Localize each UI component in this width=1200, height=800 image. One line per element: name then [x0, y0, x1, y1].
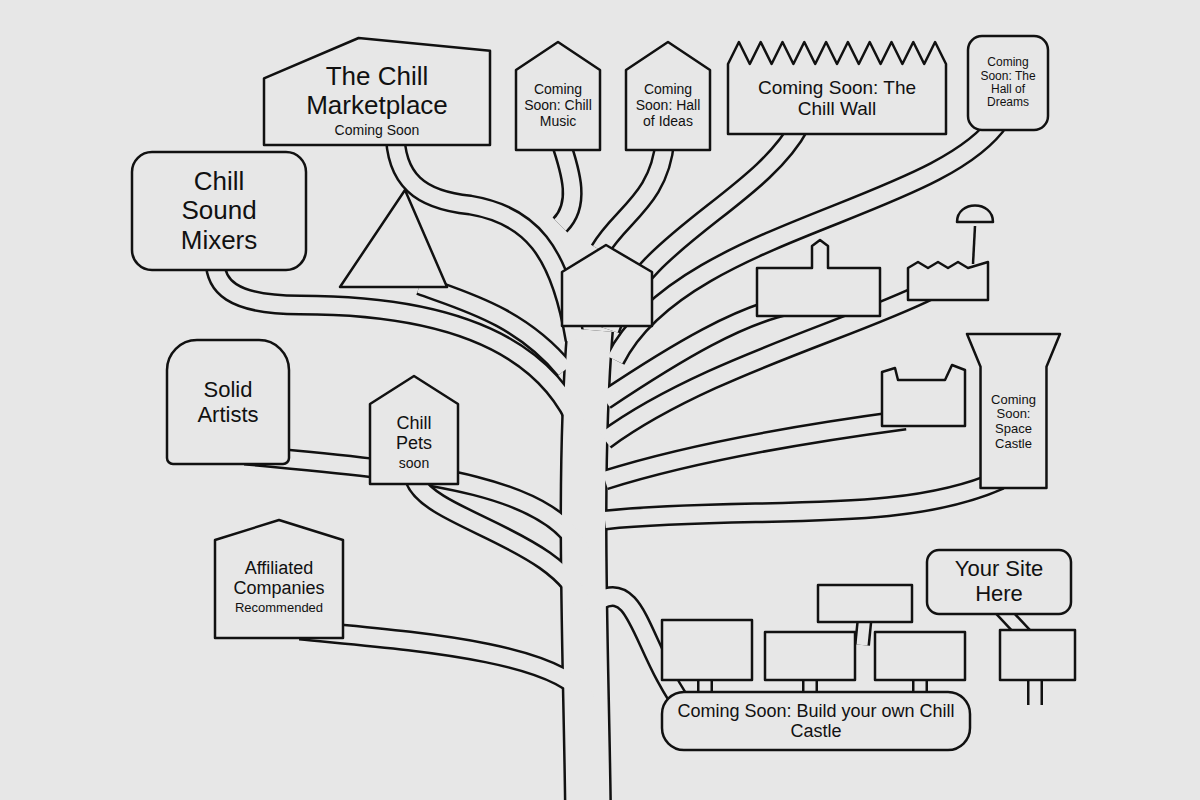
branch-channel: [415, 480, 585, 610]
outline-path: [728, 42, 946, 134]
rounded-box: Your Site Here: [925, 548, 1073, 616]
node-content: Coming Soon: Space Castle: [986, 393, 1042, 451]
node-content: Coming Soon: Hall of Ideas: [632, 82, 704, 129]
node-content: Chill Sound Mixers: [159, 167, 279, 254]
outline-path: [132, 152, 306, 270]
node-title: Coming Soon: Build your own Chill Castle: [676, 701, 956, 741]
branch-channel: [300, 630, 588, 700]
house-box: Affiliated CompaniesRecommended: [213, 518, 345, 640]
branch: [605, 480, 1000, 520]
castle-block: [875, 632, 965, 680]
branch-outline: [215, 120, 1035, 800]
node-title: Coming Soon: Chill Music: [522, 82, 594, 129]
node-content: Coming Soon: The Hall of Dreams: [976, 56, 1040, 110]
branch-channel: [605, 420, 905, 480]
node-content: Chill Pets soon: [382, 413, 446, 472]
node-title: Solid Artists: [178, 378, 278, 427]
castle-block: [818, 585, 912, 622]
branch-channel: [605, 480, 1000, 520]
outline-path: [167, 340, 289, 464]
node-title: Coming Soon: Space Castle: [986, 393, 1042, 451]
outline-path: [968, 36, 1048, 130]
outline-path: [215, 520, 343, 638]
node-content: Your Site Here: [934, 557, 1064, 606]
node-content: Coming Soon: The Chill Wall: [737, 77, 937, 120]
rounded-box: Coming Soon: The Hall of Dreams: [966, 34, 1050, 132]
node-title: Coming Soon: The Chill Wall: [737, 77, 937, 120]
branch-channel: [615, 120, 1000, 360]
branch-channels: [215, 120, 1000, 715]
trunk: [584, 330, 590, 800]
outline-path: [264, 38, 490, 145]
branch: [300, 630, 588, 700]
node-subtitle: soon: [382, 456, 446, 472]
node-title: The Chill Marketplace: [292, 62, 462, 120]
wall-box: Coming Soon: The Chill Wall: [726, 40, 948, 136]
branch: [605, 420, 905, 480]
house-box: Coming Soon: Hall of Ideas: [624, 40, 712, 152]
castle-shape: [757, 240, 880, 316]
house-shape: [562, 245, 652, 326]
node-title: Coming Soon: The Hall of Dreams: [976, 56, 1040, 110]
house-box: The Chill MarketplaceComing Soon: [262, 36, 492, 147]
rounded-box: Solid Artists: [165, 338, 291, 466]
mushroom-cap: [957, 206, 993, 223]
castle-block: [765, 632, 855, 680]
node-title: Coming Soon: Hall of Ideas: [632, 82, 704, 129]
house-box: Chill Pets soon: [368, 374, 460, 486]
branches: [215, 120, 1000, 715]
branch-channel: [560, 140, 572, 225]
branch-channel: [215, 120, 1035, 800]
empty-shapes: [340, 190, 1075, 680]
rounded-box: Chill Sound Mixers: [130, 150, 308, 272]
castle-block: [1000, 630, 1075, 680]
triangle-shape: [340, 190, 447, 287]
node-content: Solid Artists: [178, 378, 278, 427]
branch: [560, 140, 572, 225]
node-title: Affiliated Companies: [221, 558, 337, 598]
node-subtitle: Coming Soon: [292, 123, 462, 139]
branch: [600, 140, 665, 250]
node-content: Affiliated CompaniesRecommended: [221, 558, 337, 616]
castle-shape: [882, 365, 965, 426]
outline-path: [927, 550, 1071, 614]
trunk-channel: [584, 330, 590, 800]
house-box: Coming Soon: Chill Music: [514, 40, 602, 152]
outline-path: [967, 334, 1060, 488]
node-content: The Chill MarketplaceComing Soon: [292, 62, 462, 139]
branch-channel: [600, 140, 665, 250]
outline-path: [370, 376, 458, 484]
node-content: Coming Soon: Build your own Chill Castle: [676, 701, 956, 741]
branch-channel: [420, 285, 565, 370]
node-title: Chill Pets: [382, 413, 446, 453]
mushroom-stem: [973, 226, 975, 264]
node-subtitle: Recommended: [221, 601, 337, 616]
outline-path: [626, 42, 710, 150]
castle-shape: [908, 262, 988, 300]
blob-box: Coming Soon: Build your own Chill Castle: [660, 690, 972, 752]
castle-block: [662, 620, 752, 680]
node-title: Your Site Here: [934, 557, 1064, 606]
funnel-box: Coming Soon: Space Castle: [965, 332, 1062, 490]
node-title: Chill Sound Mixers: [159, 167, 279, 254]
outline-path: [516, 42, 600, 150]
node-content: Coming Soon: Chill Music: [522, 82, 594, 129]
outline-path: [662, 692, 970, 750]
